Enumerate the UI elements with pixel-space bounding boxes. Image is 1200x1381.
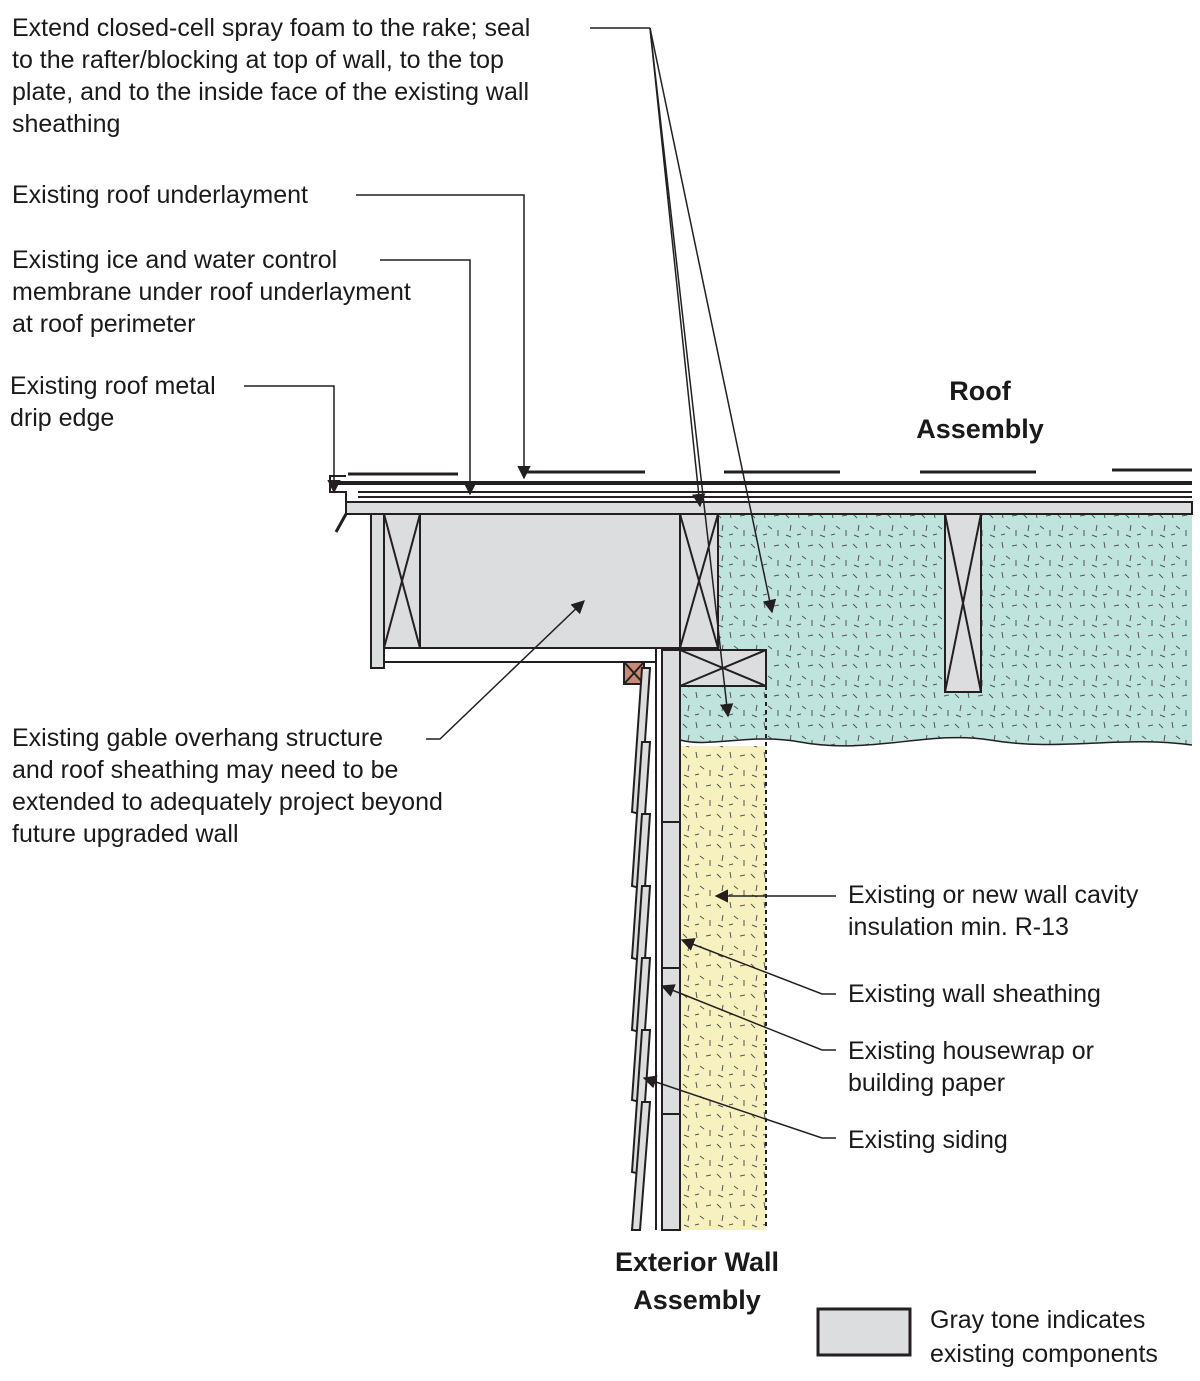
legend-label: Gray tone indicates existing components xyxy=(930,1306,1158,1368)
gable-overhang-callout: Existing gable overhang structure and ro… xyxy=(12,724,443,848)
roof-layers xyxy=(329,468,1193,533)
exterior-wall-assembly-title: Exterior Wall Assembly xyxy=(614,1247,780,1315)
gable-overhang-structure xyxy=(370,513,681,669)
cavity-insulation-callout: Existing or new wall cavity insulation m… xyxy=(848,881,1139,941)
wall-cavity-insulation xyxy=(679,686,767,1230)
roof-assembly-title: Roof Assembly xyxy=(916,376,1044,444)
drip-edge-callout: Existing roof metal drip edge xyxy=(10,372,216,432)
roof-underlayment-callout: Existing roof underlayment xyxy=(12,181,308,209)
siding xyxy=(630,667,652,1231)
leader-lines xyxy=(244,27,836,1139)
spray-foam-callout: Extend closed-cell spray foam to the rak… xyxy=(12,14,531,138)
ice-water-membrane-callout: Existing ice and water control membrane … xyxy=(12,246,411,338)
wall-sheathing-callout: Existing wall sheathing xyxy=(848,980,1101,1008)
wall-sheathing xyxy=(655,649,681,1231)
housewrap-callout: Existing housewrap or building paper xyxy=(848,1037,1094,1097)
spray-foam-region xyxy=(679,514,1193,747)
legend-swatch xyxy=(816,1307,912,1357)
siding-callout: Existing siding xyxy=(848,1126,1008,1154)
